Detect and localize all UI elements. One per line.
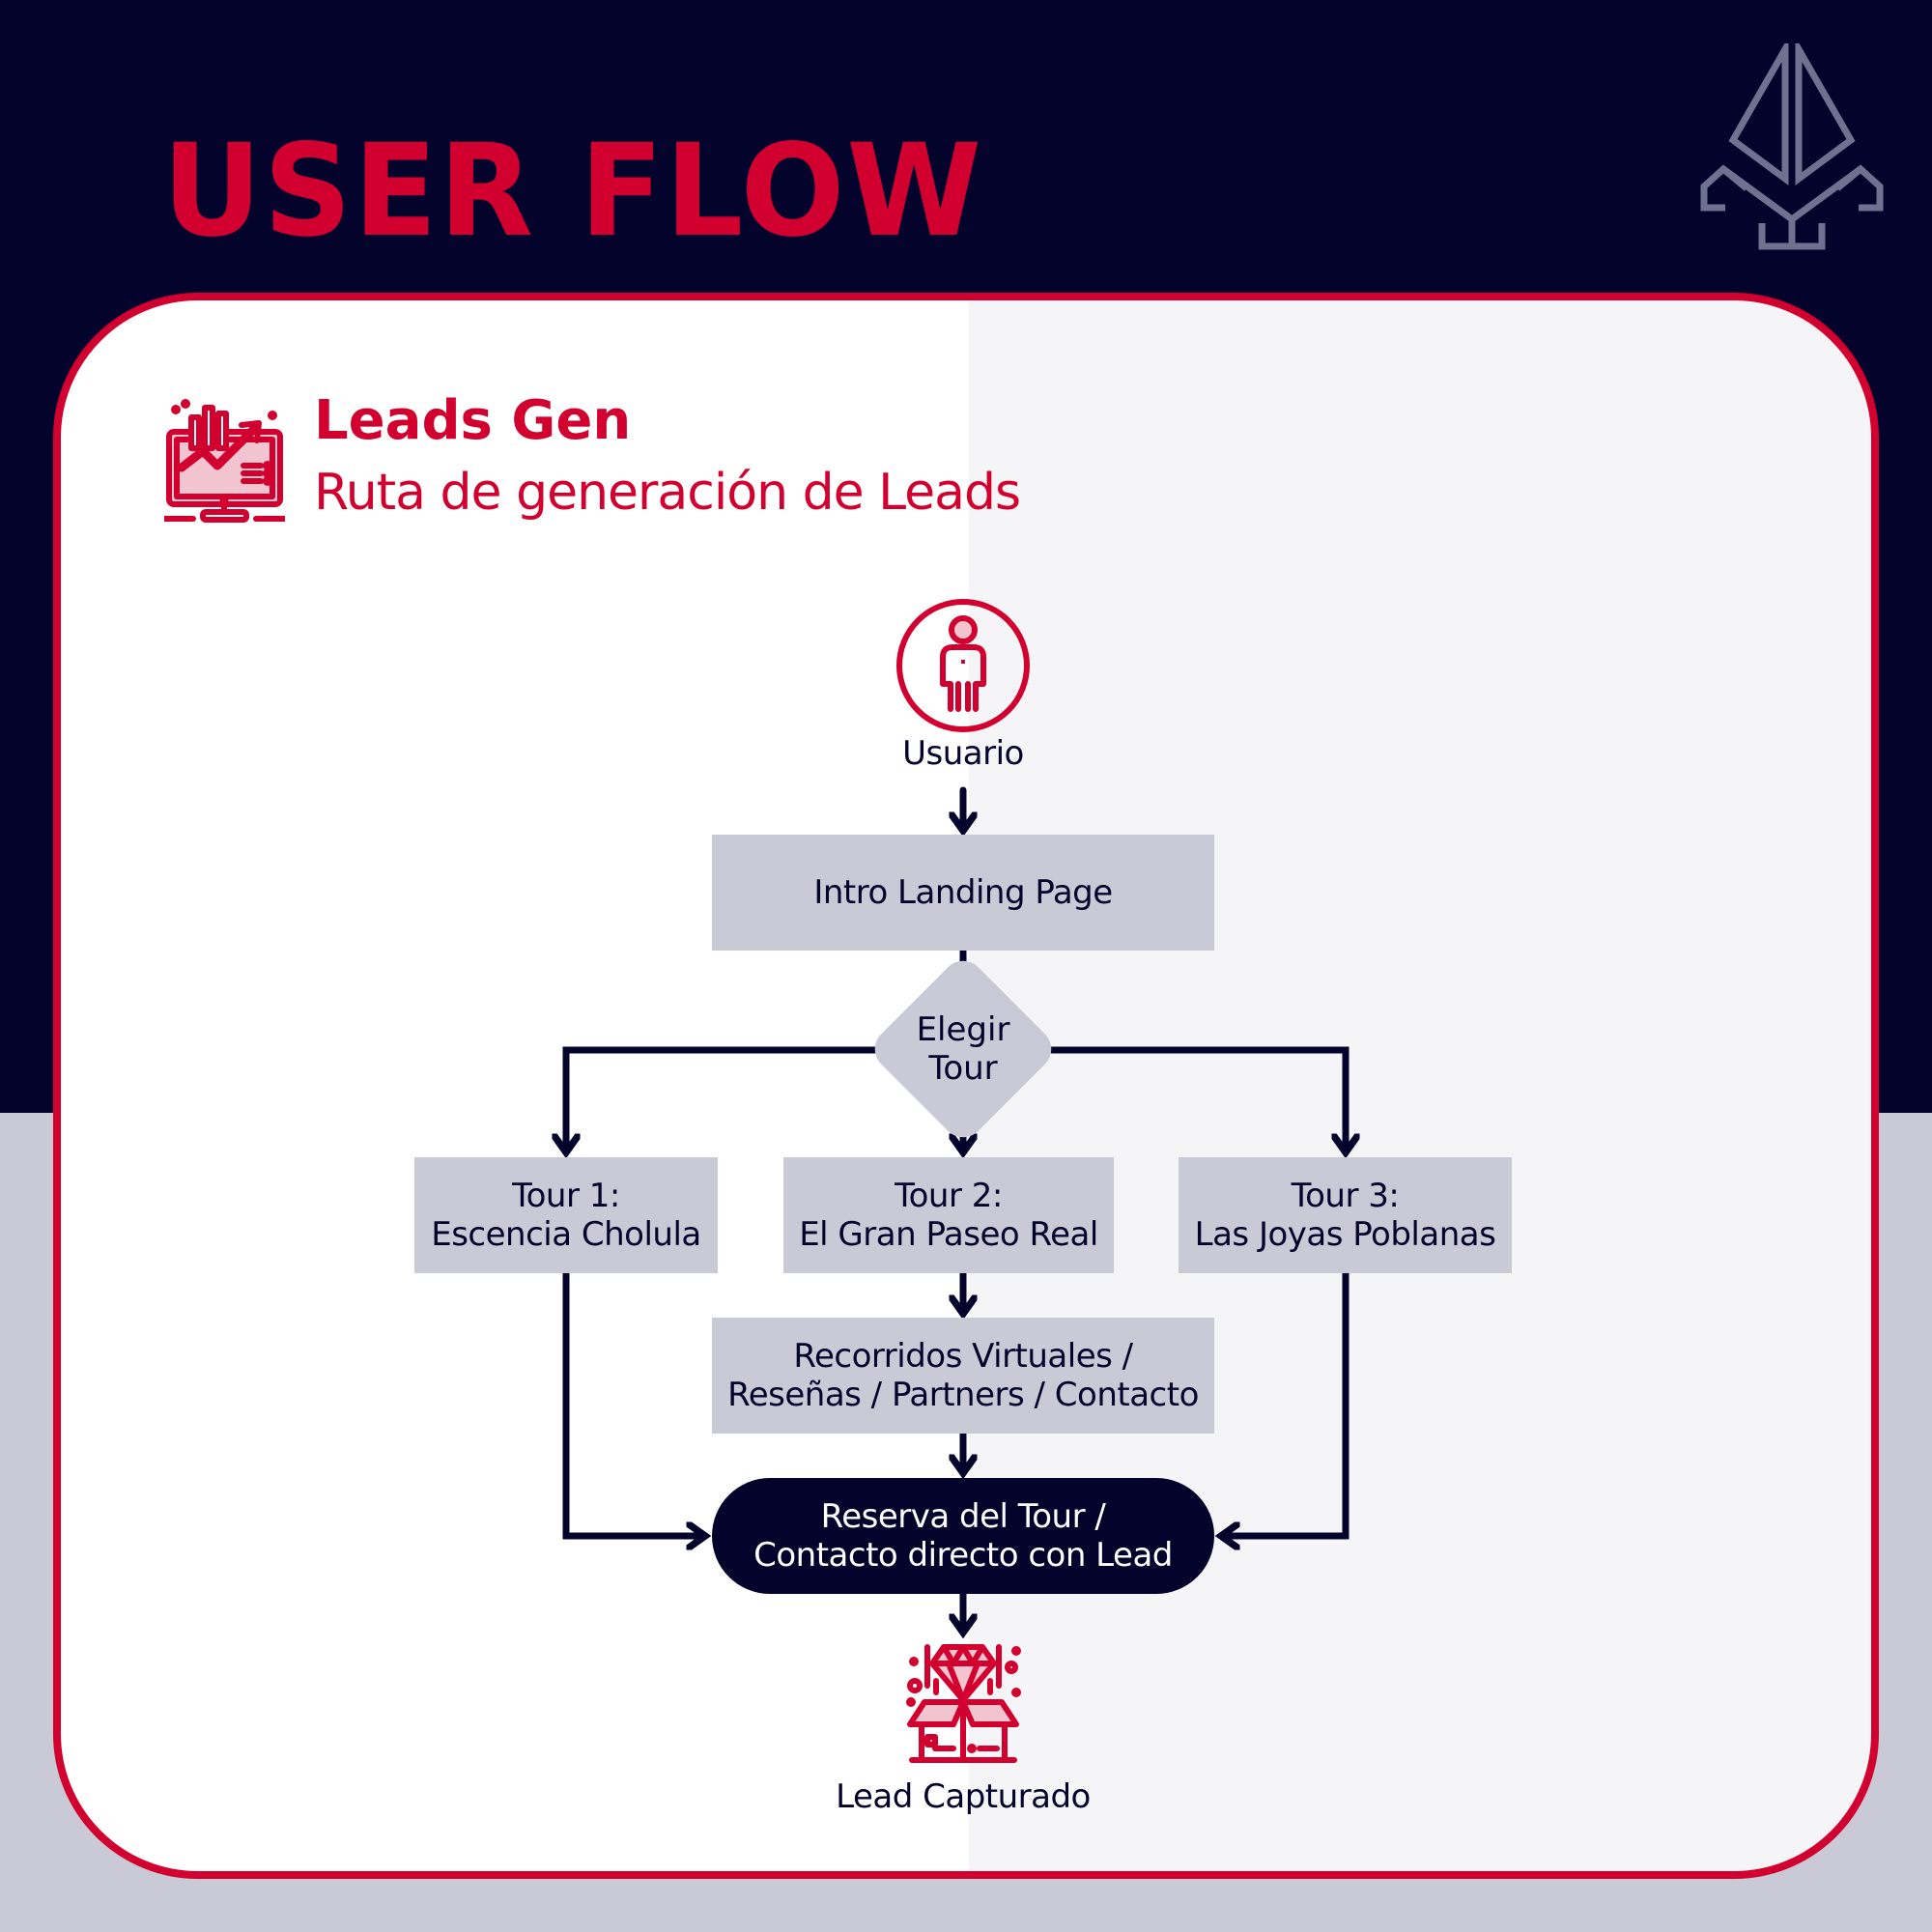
tour-2-name: El Gran Paseo Real	[799, 1215, 1098, 1254]
edge-tour1-conversion	[562, 1269, 705, 1536]
user-person-icon	[896, 599, 1030, 732]
decision-line-1: Elegir	[916, 1010, 1010, 1049]
tour-1-title: Tour 1:	[512, 1177, 620, 1215]
decision-label: Elegir Tour	[869, 1010, 1057, 1088]
fleur-de-lis-logo-icon	[1700, 43, 1884, 250]
node-tour-2: Tour 2: El Gran Paseo Real	[783, 1157, 1114, 1273]
node-tour-1: Tour 1: Escencia Cholula	[414, 1157, 718, 1273]
conversion-line-2: Contacto directo con Lead	[753, 1536, 1173, 1575]
node-intro-landing-page: Intro Landing Page	[712, 835, 1214, 951]
monitor-analytics-chart-icon	[164, 399, 285, 523]
node-lead-capturado-label: Lead Capturado	[836, 1777, 1091, 1816]
section-title: Leads Gen	[314, 389, 632, 452]
tour-3-name: Las Joyas Poblanas	[1194, 1215, 1496, 1254]
node-label: Intro Landing Page	[813, 873, 1113, 912]
node-usuario-label: Usuario	[902, 734, 1024, 773]
extras-line-2: Reseñas / Partners / Contacto	[727, 1376, 1199, 1414]
extras-line-1: Recorridos Virtuales /	[793, 1337, 1133, 1376]
node-tour-3: Tour 3: Las Joyas Poblanas	[1179, 1157, 1512, 1273]
edge-decision-tour1	[566, 1046, 901, 1152]
page-title: USER FLOW	[162, 117, 984, 266]
tour-2-title: Tour 2:	[895, 1177, 1003, 1215]
edge-tour3-conversion	[1221, 1269, 1350, 1536]
decision-line-2: Tour	[928, 1049, 998, 1088]
node-reserva-contacto: Reserva del Tour / Contacto directo con …	[712, 1478, 1214, 1594]
tour-1-name: Escencia Cholula	[431, 1215, 701, 1254]
node-recorridos-resenas: Recorridos Virtuales / Reseñas / Partner…	[712, 1318, 1214, 1434]
edge-decision-tour3	[1025, 1046, 1346, 1152]
conversion-line-1: Reserva del Tour /	[820, 1497, 1106, 1536]
section-subtitle: Ruta de generación de Leads	[314, 464, 1021, 522]
gift-box-diamond-icon	[906, 1644, 1021, 1763]
tour-3-title: Tour 3:	[1291, 1177, 1400, 1215]
